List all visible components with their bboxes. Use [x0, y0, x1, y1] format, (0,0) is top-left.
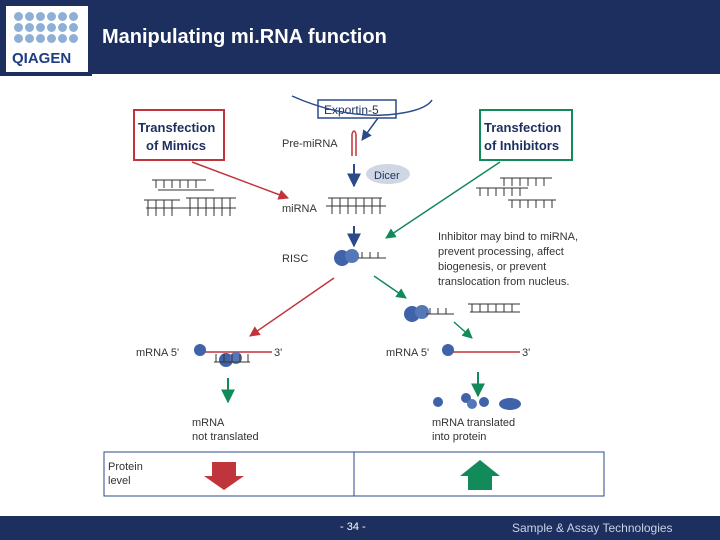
logo-dots: [14, 12, 78, 43]
inhibitor-note-2: prevent processing, affect: [438, 246, 564, 258]
qiagen-logo: QIAGEN: [6, 6, 88, 72]
mimics-box: [133, 109, 225, 161]
dicer-oval: [366, 164, 410, 184]
protein-molecules: [433, 393, 521, 410]
logo-text: QIAGEN: [12, 50, 72, 67]
inhibitor-arrow-to-risc: [385, 161, 501, 239]
not-translated-2: not translated: [192, 431, 259, 443]
mimics-line1: Transfection: [138, 120, 215, 135]
pre-mirna-label: Pre-miRNA: [282, 138, 338, 150]
left-mrna-complex: [194, 344, 250, 367]
right-mrna-label: mRNA 5': [386, 347, 429, 359]
protein-down-arrow: [204, 462, 244, 490]
right-mrna-three: 3': [522, 347, 530, 359]
slide-title: Manipulating mi.RNA function: [102, 26, 387, 48]
nucleus-membrane: [291, 95, 433, 116]
pre-mirna-hairpin: [351, 130, 357, 156]
protein-level-2: level: [108, 475, 131, 487]
left-mrna-label: mRNA 5': [136, 347, 179, 359]
mimic-duplexes: [144, 179, 236, 216]
left-mrna-three: 3': [274, 347, 282, 359]
footer-tagline: Sample & Assay Technologies: [512, 521, 673, 535]
inhibited-risc: [404, 303, 520, 322]
page-number: - 34 -: [340, 521, 366, 533]
header-rule: [92, 74, 720, 76]
inhibitor-note-4: translocation from nucleus.: [438, 276, 569, 288]
risc-complex: [334, 249, 386, 266]
blocked-to-translated-arrow: [453, 321, 473, 339]
header-bar: [0, 0, 720, 76]
inhibitors-line1: Transfection: [484, 120, 561, 135]
export-arrow: [361, 117, 379, 141]
risc-to-blocked-arrow: [373, 275, 407, 299]
right-mrna-ribosome: [442, 344, 454, 356]
translated-2: into protein: [432, 431, 486, 443]
exportin-box: [317, 99, 397, 119]
mimics-line2: of Mimics: [146, 138, 206, 153]
mirna-label: miRNA: [282, 203, 317, 215]
exportin-label: Exportin-5: [324, 103, 379, 117]
inhibitors-line2: of Inhibitors: [484, 138, 559, 153]
protein-level-1: Protein: [108, 461, 143, 473]
risc-to-repression-arrow: [249, 277, 335, 337]
inhibitor-note-1: Inhibitor may bind to miRNA,: [438, 231, 578, 243]
protein-up-arrow: [460, 460, 500, 490]
risc-label: RISC: [282, 253, 308, 265]
inhibitor-strands: [476, 177, 556, 208]
footer-bar: [0, 516, 720, 540]
translated-1: mRNA translated: [432, 417, 515, 429]
dicer-label: Dicer: [374, 170, 400, 182]
mirna-diagram: Exportin-5 Transfection of Mimics Transf…: [103, 95, 605, 497]
inhibitor-note-3: biogenesis, or prevent: [438, 261, 546, 273]
mimic-arrow: [191, 161, 289, 200]
mirna-duplex: [326, 197, 386, 214]
inhibitors-box: [479, 109, 573, 161]
not-translated-1: mRNA: [192, 417, 225, 429]
